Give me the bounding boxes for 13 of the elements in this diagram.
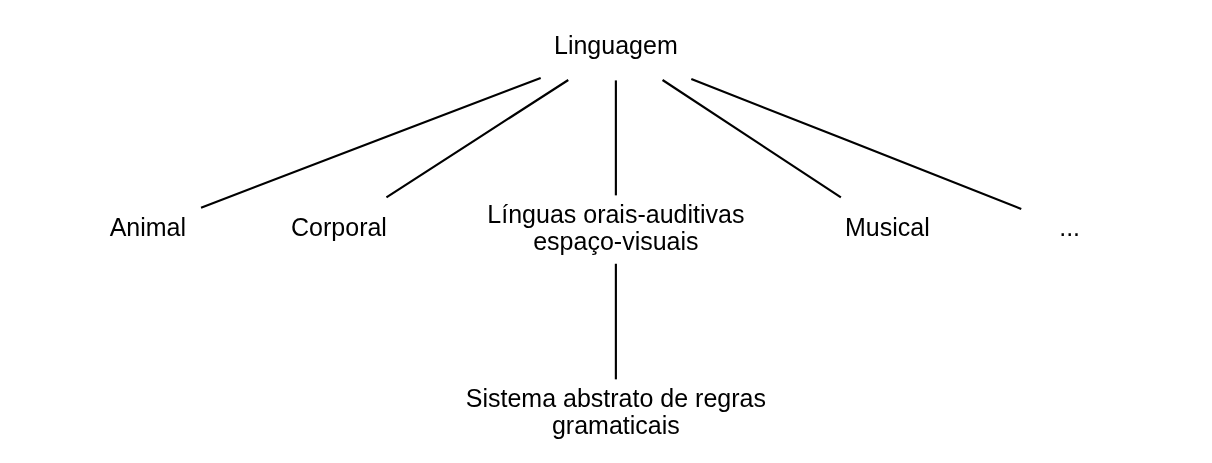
connector: [385, 79, 569, 199]
connector: [614, 80, 617, 196]
connector: [661, 79, 841, 199]
connector: [200, 77, 541, 209]
node-text: ...: [1058, 213, 1080, 242]
node-text: Sistema abstrato de regras gramaticais: [465, 383, 766, 439]
connector: [614, 263, 617, 380]
node-text: Animal: [109, 213, 186, 242]
node-text: Línguas orais-auditivas espaço-visuais: [486, 199, 744, 255]
connector: [690, 78, 1022, 210]
node-text: Musical: [844, 213, 930, 242]
node-text: Linguagem: [553, 31, 678, 60]
node-text: Corporal: [290, 213, 387, 242]
